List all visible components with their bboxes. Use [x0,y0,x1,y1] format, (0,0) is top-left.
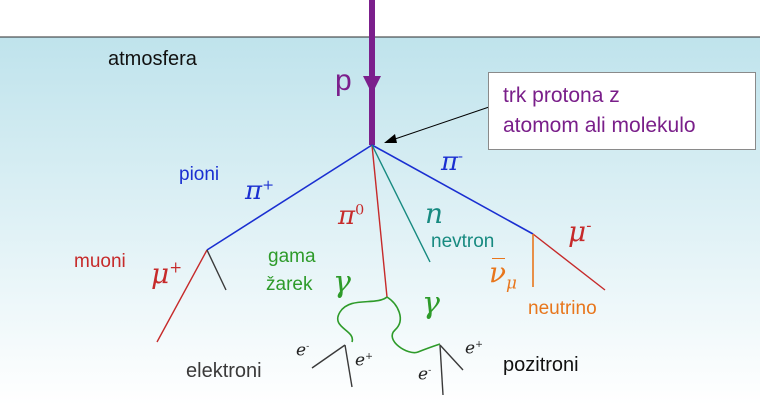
gamma-left-symbol: γ [333,265,351,300]
collision-callout-box: trk protona z atomom ali molekulo [488,72,756,150]
electron-right-track [439,344,444,396]
mu-minus-track [532,233,606,291]
positron-left-track [344,344,353,388]
proton-direction-arrow [363,76,381,94]
pi-minus-track [371,144,534,235]
electron-left-symbol: e- [296,340,310,361]
pi-zero-label: π0 [338,201,365,231]
gamma-right-wave [386,296,441,354]
positron-right-track [439,344,464,371]
muon-neutrino-left-track [206,249,227,291]
mu-plus-track [156,249,208,343]
pi-plus-label: π+ [245,176,275,206]
positrons-label: pozitroni [503,354,579,376]
callout-line-2: atomom ali molekulo [503,114,696,137]
neutron-symbol-label: n [425,197,444,230]
callout-pointer-arrowhead [384,134,397,143]
neutrino-label: neutrino [528,298,597,319]
electrons-label: elektroni [186,360,262,382]
pions-label: pioni [179,164,220,185]
callout-pointer-line [391,105,493,141]
gamma-word-line-2: žarek [266,274,313,295]
positron-right-symbol: e+ [465,338,483,359]
proton-label: p [335,64,352,97]
gamma-left-wave [337,296,388,343]
neutron-track [371,144,431,263]
gamma-right-symbol: γ [422,286,440,321]
pi-zero-track [371,144,388,298]
pi-plus-track [206,144,373,251]
muons-label: muoni [74,251,126,272]
mu-minus-label: μ- [568,215,592,248]
callout-line-1: trk protona z [503,84,620,107]
electron-right-symbol: e- [418,364,432,385]
mu-plus-label: μ+ [151,257,183,290]
positron-left-symbol: e+ [355,350,373,371]
electron-left-track [311,344,346,369]
gamma-word-line-1: gama [268,246,316,267]
anti-muon-neutrino-symbol: νμ [489,256,517,293]
atmosphere-label: atmosfera [108,48,197,70]
pi-minus-label: π- [441,147,463,177]
neutron-word-label: nevtron [431,231,495,252]
